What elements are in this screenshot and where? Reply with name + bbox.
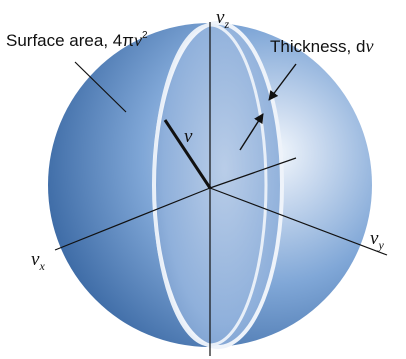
axis-z-main: v [216,7,225,28]
axis-x-main: v [31,249,40,270]
thickness-arrow-bottom [239,113,264,151]
thickness-label: Thickness, dv [270,36,373,56]
axis-x-sub: x [38,259,45,273]
radius-vector [163,119,212,189]
surface-area-prefix: Surface area, 4 [6,31,122,50]
axis-y-sub: y [377,238,384,252]
axis-z-sub: z [223,17,229,31]
thickness-v: v [365,36,373,56]
thickness-arrow-top [268,63,297,101]
axis-x-label: vx [31,249,45,273]
thickness-prefix: Thickness, d [270,37,365,56]
surface-area-leader [74,61,127,113]
axis-y-label: vy [370,228,384,252]
surface-area-v: v [134,30,142,50]
axis-y-main: v [370,228,379,249]
back-axis [209,157,297,189]
axis-z-label: vz [216,7,229,31]
y-axis [209,187,388,256]
x-axis [54,187,211,251]
surface-area-exp: 2 [142,30,148,41]
surface-area-pi: π [122,31,134,50]
surface-area-label: Surface area, 4πv2 [6,30,148,50]
radius-label: v [184,126,193,147]
